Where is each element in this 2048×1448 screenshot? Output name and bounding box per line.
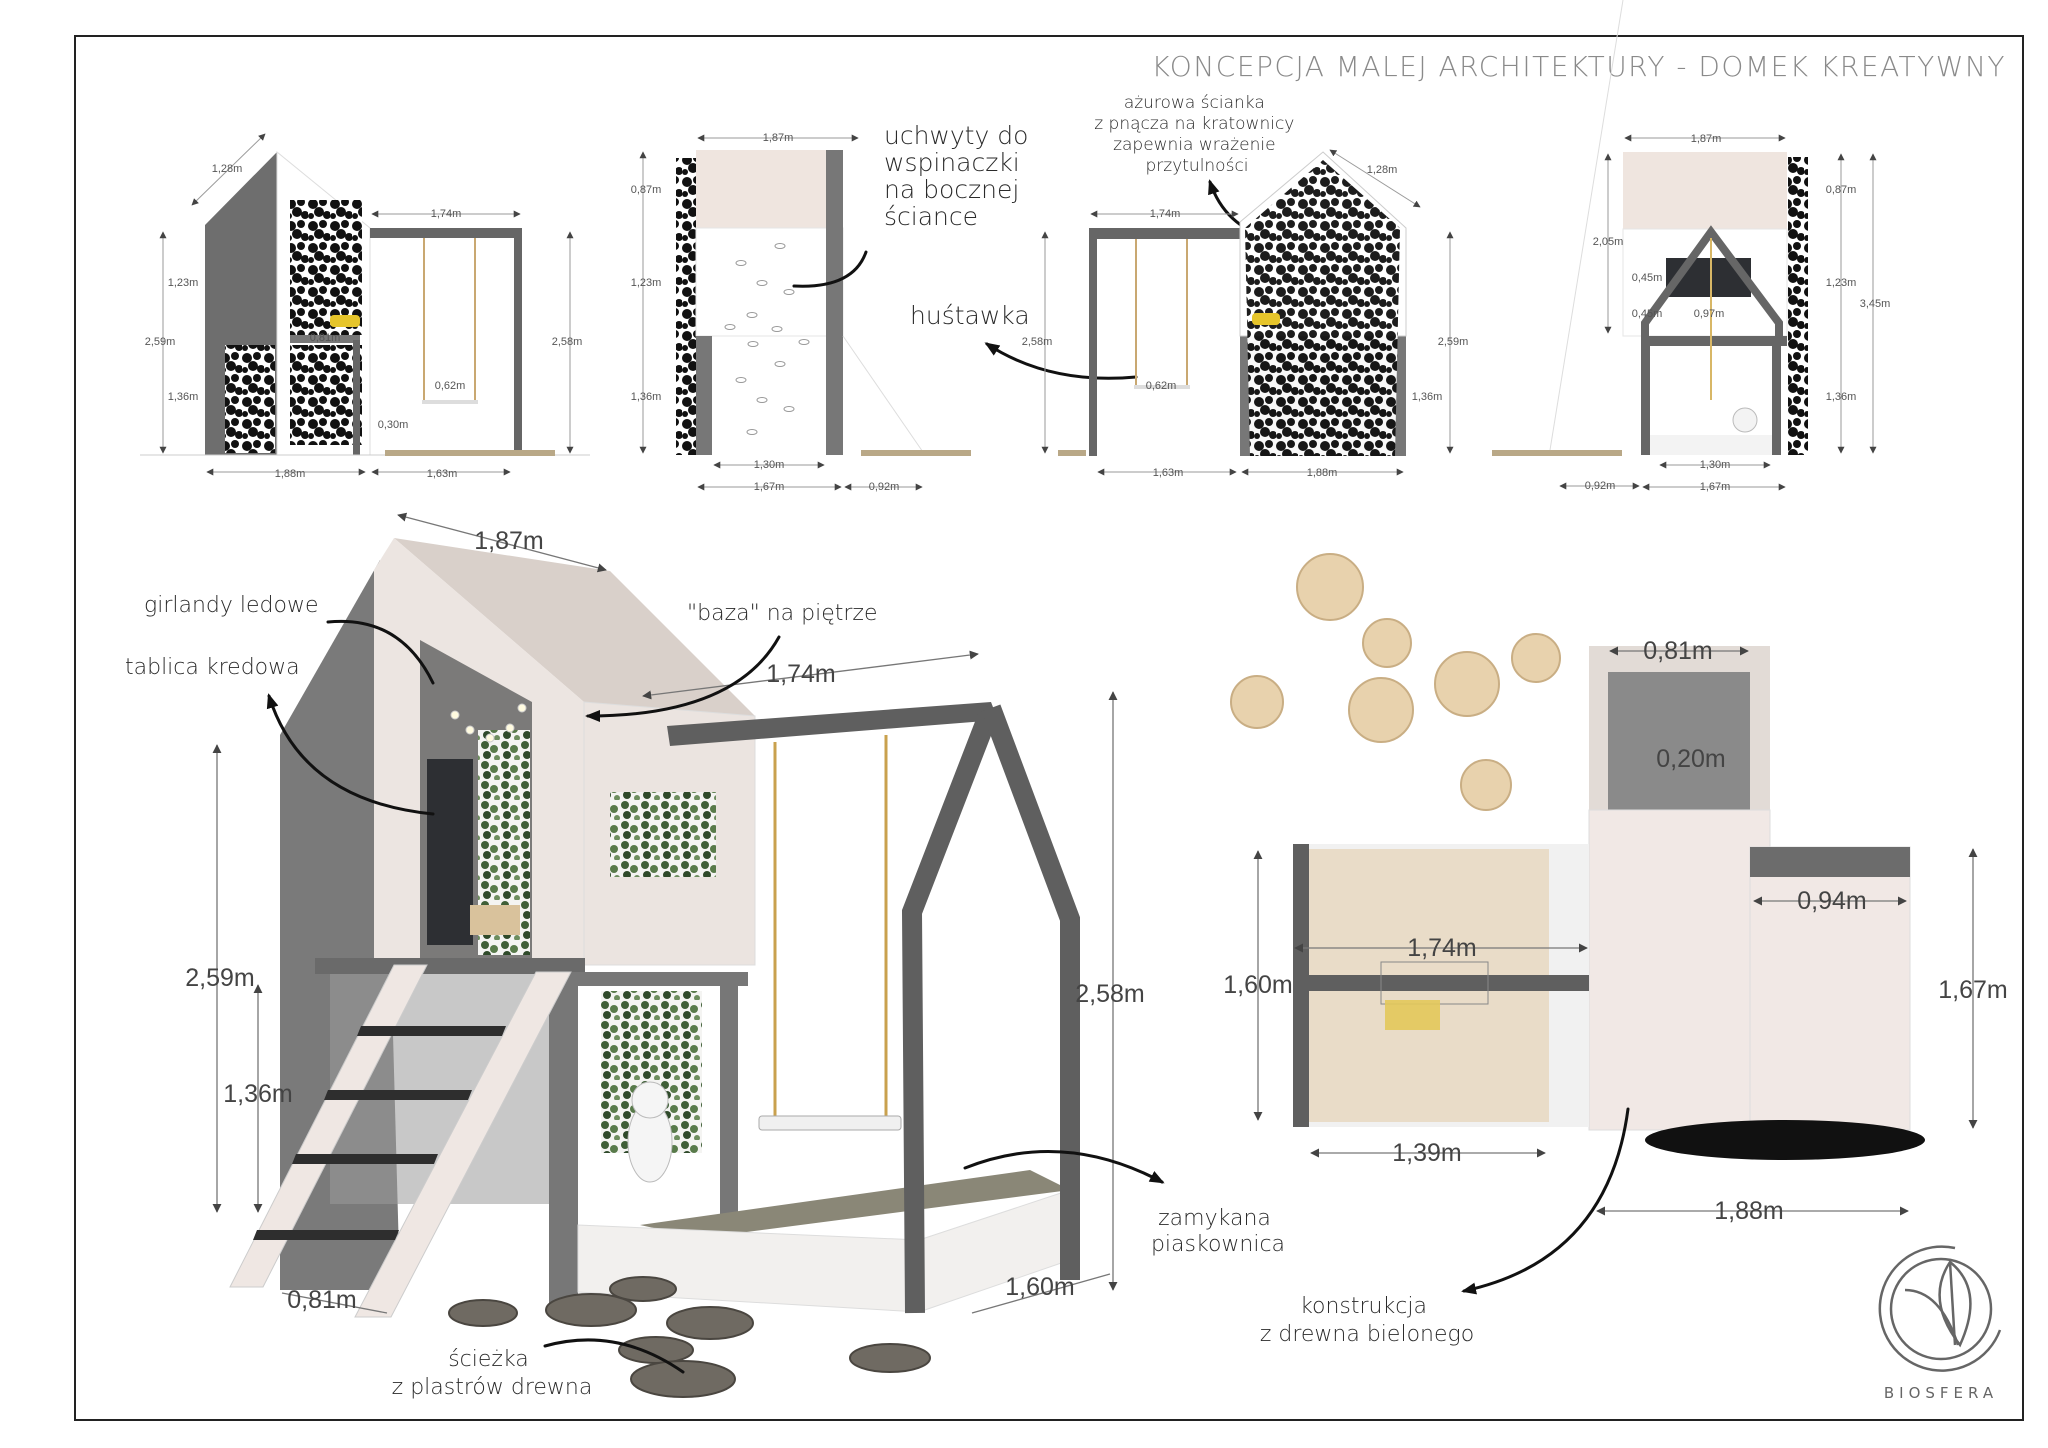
dim-label: 1,88m [1714, 1197, 1783, 1225]
openwork-wall-label: ażurowa ścianka z pnącza na kratownicy z… [1094, 93, 1300, 176]
logo-text: BIOSFERA [1884, 1384, 1998, 1402]
dim-label: 2,58m [1075, 980, 1144, 1008]
upper-base-label: "baza" na piętrze [687, 601, 878, 626]
dim-label: 1,88m [1307, 467, 1338, 479]
dim-label: 0,92m [869, 481, 900, 493]
leader-arrow [326, 619, 435, 685]
dim-label: 1,36m [168, 391, 199, 403]
dim-label: 1,60m [1223, 971, 1292, 999]
dim-label: 0,92m [1585, 480, 1616, 492]
dim-label: 2,05m [1593, 236, 1624, 248]
elevation-ivy-side: 1,74m 1,28m 2,58m 0,62m 2,59m 1,36m 1,63… [1022, 149, 1469, 479]
dim-label: 2,58m [1022, 336, 1053, 348]
dim-label: 2,59m [1438, 336, 1469, 348]
dim-label: 0,97m [1694, 308, 1725, 320]
dim-label: 1,30m [754, 459, 785, 471]
closed-sandbox-label: zamykana piaskownica [1151, 1206, 1285, 1257]
dim-label: 1,87m [763, 132, 794, 144]
elevation-front: 1,87m 2,05m 0,87m 1,23m 3,45m 0,45m 0,45… [1492, 0, 1890, 493]
dim-label: 0,20m [1656, 745, 1725, 773]
leader-arrow [963, 1150, 1165, 1184]
dim-label: 0,45m [1632, 308, 1663, 320]
dim-label: 1,23m [168, 277, 199, 289]
dim-label: 1,74m [1407, 934, 1476, 962]
leader-arrow [984, 342, 1138, 380]
construction-label: konstrukcja z drewna bielonego [1260, 1294, 1474, 1347]
dim-label: 0,30m [378, 419, 409, 431]
dim-label: 0,94m [1797, 887, 1866, 915]
dim-label: 0,81m [287, 1286, 356, 1314]
dim-label: 1,67m [754, 481, 785, 493]
dim-label: 1,39m [1392, 1139, 1461, 1167]
dim-label: 1,87m [474, 527, 543, 555]
dim-label: 1,36m [1412, 391, 1443, 403]
dim-label: 0,87m [631, 184, 662, 196]
dim-label: 0,81m [310, 332, 341, 344]
led-garlands-label: girlandy ledowe [144, 593, 318, 618]
dim-label: 1,36m [631, 391, 662, 403]
dim-label: 1,74m [1150, 208, 1181, 220]
dim-label: 0,62m [435, 380, 466, 392]
dim-label: 1,74m [431, 208, 462, 220]
dim-label: 1,63m [427, 468, 458, 480]
dim-label: 1,67m [1938, 976, 2007, 1004]
leader-arrow [266, 693, 435, 816]
leader-arrow [585, 635, 781, 722]
dim-label: 0,81m [1643, 637, 1712, 665]
chalkboard-label: tablica kredowa [125, 655, 300, 680]
dim-label: 0,45m [1632, 272, 1663, 284]
dim-label: 1,87m [1691, 133, 1722, 145]
page-title: KONCEPCJA MALEJ ARCHITEKTURY - DOMEK KRE… [1151, 50, 2006, 83]
swing-label: huśtawka [910, 301, 1030, 330]
dim-label: 1,30m [1700, 459, 1731, 471]
wood-slices [1230, 553, 1561, 811]
dim-label: 3,45m [1860, 298, 1891, 310]
dim-label: 2,58m [552, 336, 583, 348]
climbing-holds-label: uchwyty do wspinaczki na bocznej ściance [884, 121, 1036, 231]
leader-arrow [792, 250, 868, 288]
dim-label: 2,59m [145, 336, 176, 348]
dim-label: 0,87m [1826, 184, 1857, 196]
dim-label: 1,63m [1153, 467, 1184, 479]
dim-label: 1,36m [223, 1080, 292, 1108]
dim-label: 2,59m [185, 964, 254, 992]
dim-label: 1,23m [631, 277, 662, 289]
biosfera-logo: BIOSFERA [1878, 1245, 2002, 1402]
dim-label: 1,28m [1367, 164, 1398, 176]
wood-slice-path [448, 1276, 931, 1398]
dim-label: 1,88m [275, 468, 306, 480]
dim-label: 1,67m [1700, 481, 1731, 493]
leader-arrow [1461, 1107, 1630, 1295]
dim-label: 0,62m [1146, 380, 1177, 392]
perspective-view: 1,87m 1,74m 2,59m 1,36m 2,58m 0,81m 1,60… [185, 512, 1145, 1398]
dim-label: 1,60m [1005, 1273, 1074, 1301]
wood-slice-path-label: ścieżka z plastrów drewna [392, 1347, 593, 1400]
elevation-side-swing: 1,28m 1,74m 1,23m 2,59m 0,81m 1,36m 0,62… [140, 133, 590, 480]
leaf-in-circle-icon [1878, 1245, 2002, 1372]
dim-label: 1,23m [1826, 277, 1857, 289]
plan-view: 0,81m 0,20m 1,74m 0,94m 1,60m 1,67m 1,39… [1223, 553, 2008, 1225]
dim-label: 1,74m [766, 660, 835, 688]
leader-arrow [543, 1338, 685, 1374]
dim-label: 1,36m [1826, 391, 1857, 403]
dim-label: 1,28m [212, 163, 243, 175]
elevation-climbing-wall: 1,87m 0,87m 1,23m 1,36m 1,30m 1,67m 0,92… [631, 132, 971, 493]
